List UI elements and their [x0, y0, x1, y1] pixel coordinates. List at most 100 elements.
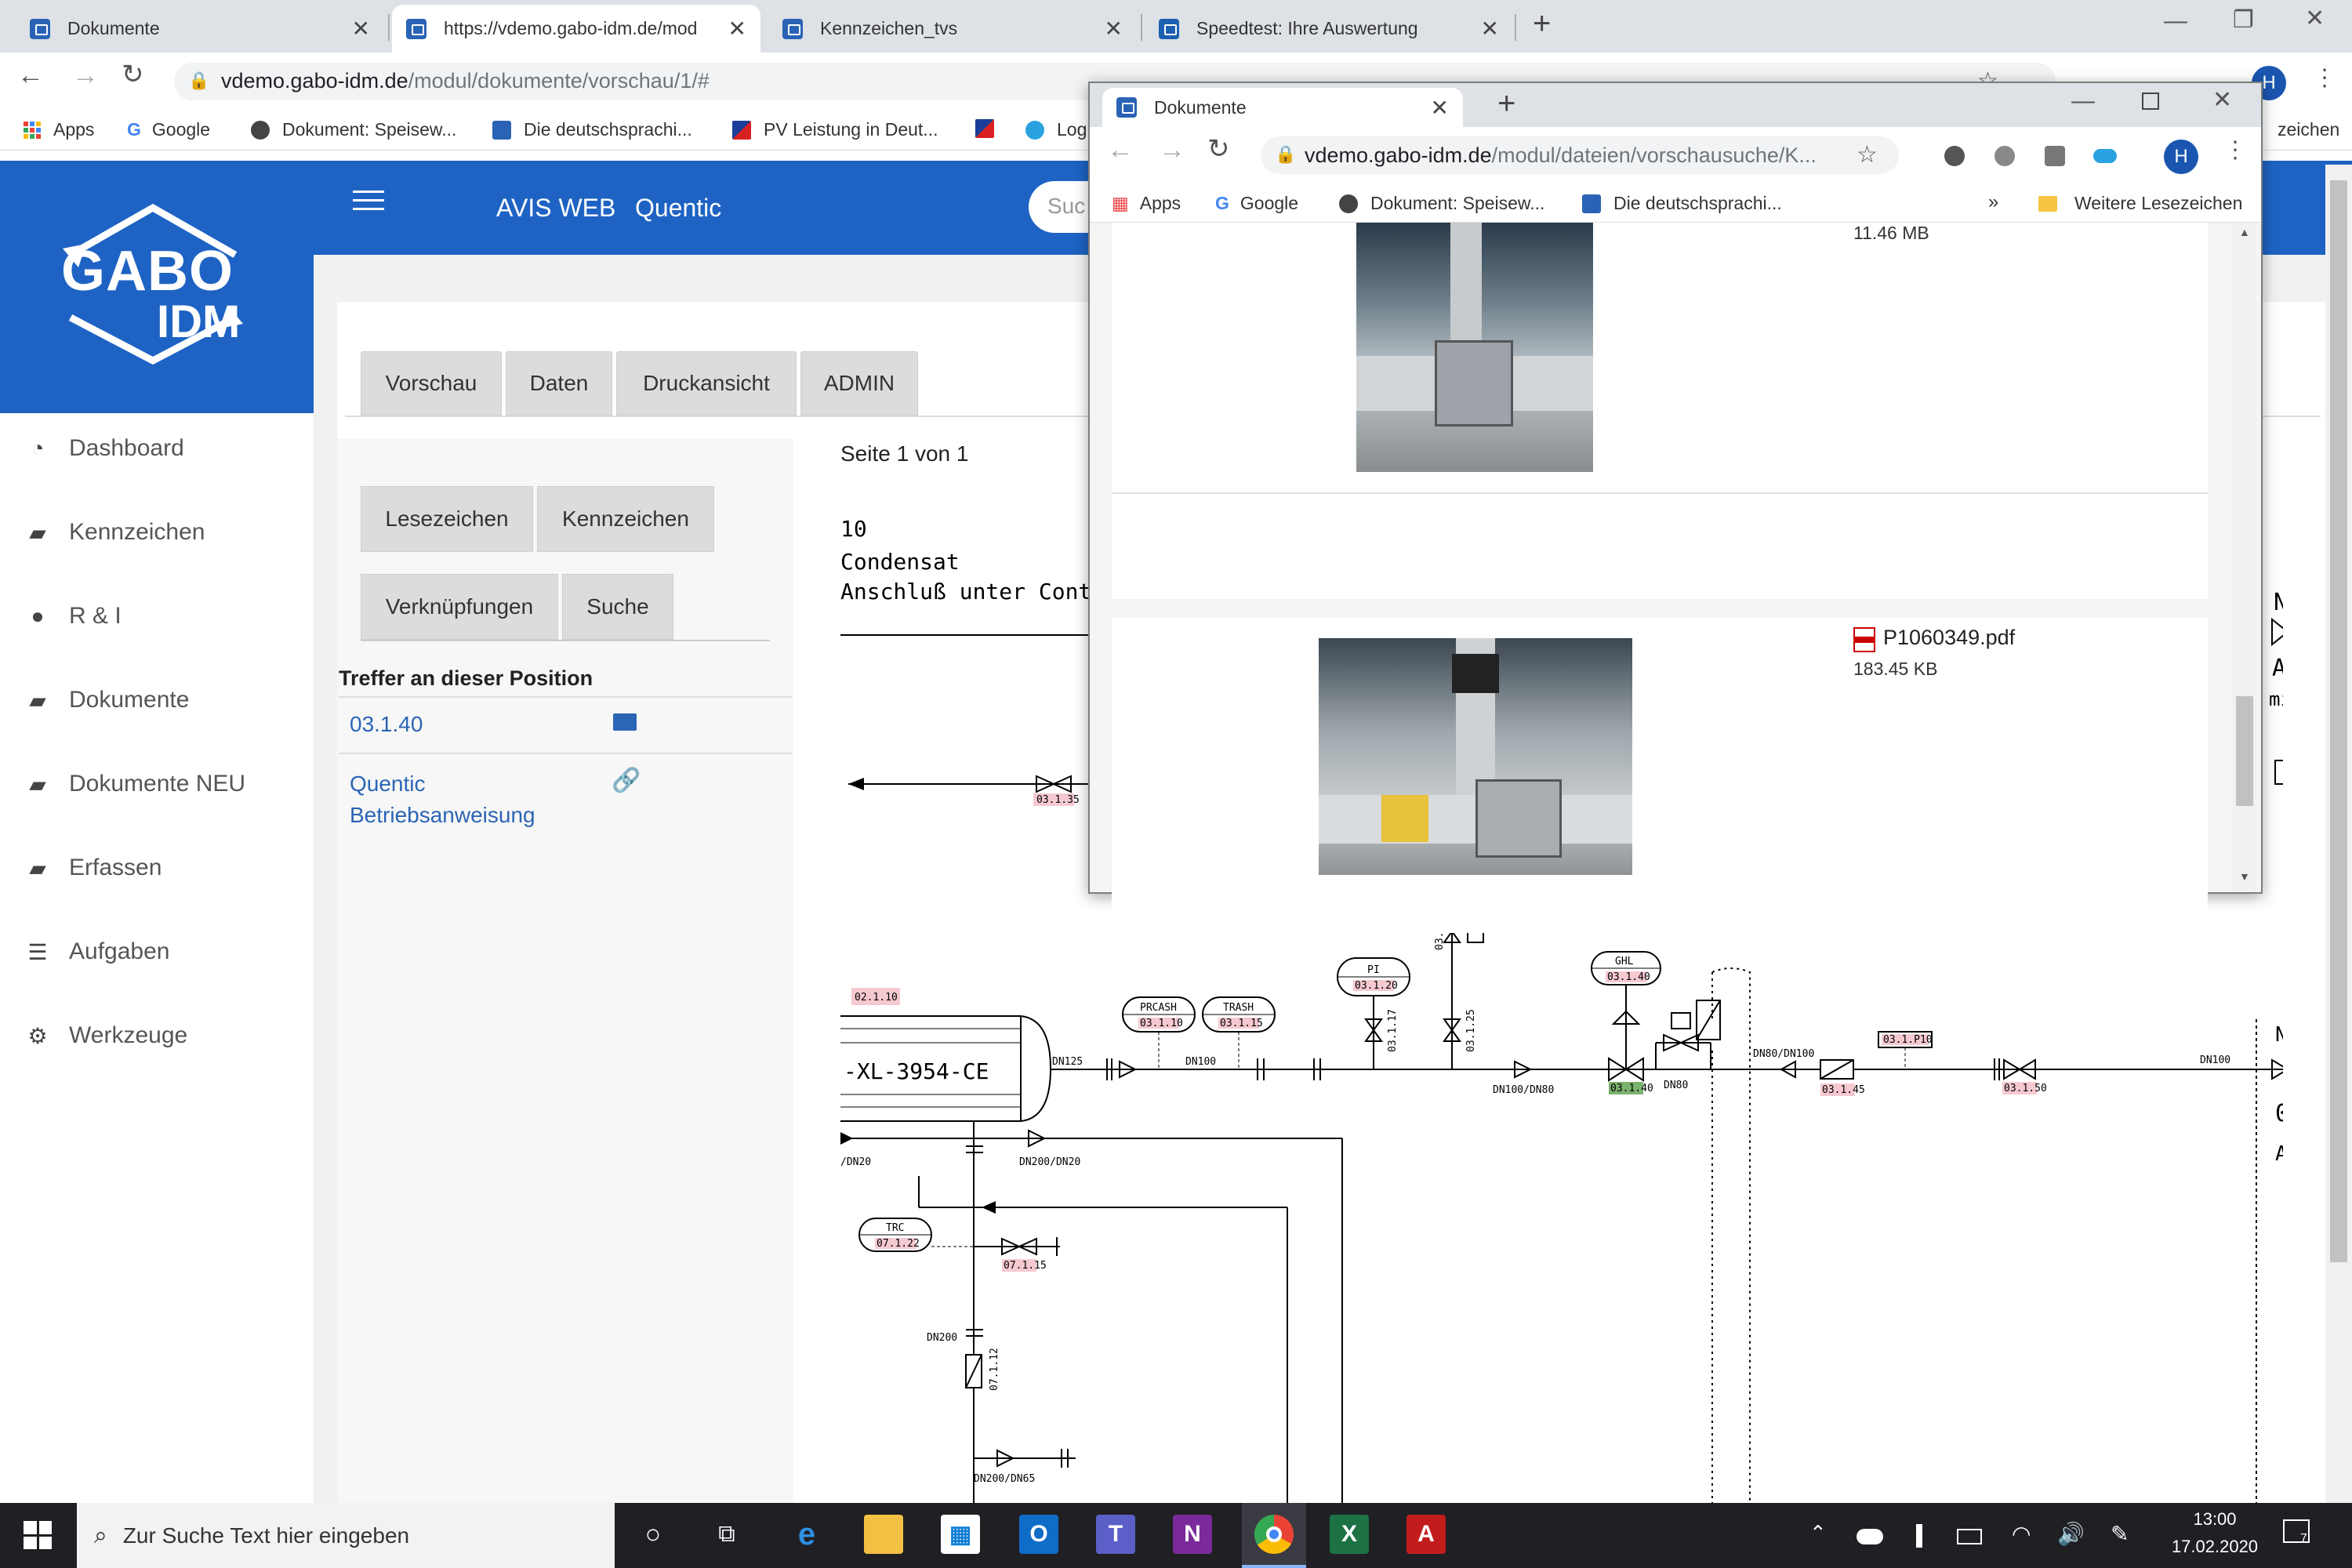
edge-icon[interactable]: e — [797, 1516, 816, 1552]
extension-c-icon[interactable] — [1994, 146, 2015, 166]
bookmark-apps[interactable]: ▦Apps — [1112, 193, 1181, 214]
close-tab-icon[interactable]: ✕ — [1480, 16, 1499, 41]
back-icon[interactable]: ← — [17, 60, 44, 90]
forward-icon[interactable]: → — [1159, 135, 1185, 165]
store-icon[interactable]: ▦ — [941, 1515, 980, 1554]
file-explorer-icon[interactable] — [864, 1515, 903, 1554]
task-view-icon[interactable]: ⧉ — [718, 1521, 735, 1547]
link-icon[interactable]: 🔗 — [612, 768, 641, 793]
wifi-icon[interactable]: ◠ — [2012, 1522, 2031, 1546]
battery-icon[interactable] — [1957, 1529, 1982, 1544]
popup-tab[interactable]: Dokumente ✕ — [1102, 88, 1463, 127]
close-window-icon[interactable]: ✕ — [2305, 5, 2325, 31]
usb-icon[interactable] — [1916, 1524, 1922, 1548]
scrollbar-thumb[interactable] — [2236, 696, 2253, 806]
bookmark-apps[interactable]: Apps — [24, 119, 94, 140]
new-tab-button[interactable]: + — [1497, 86, 1516, 121]
notification-center-icon[interactable]: 7 — [2283, 1519, 2310, 1545]
sidebar-item-dokumente[interactable]: ▰Dokumente — [24, 687, 189, 713]
bookmark-deutsch[interactable]: Die deutschsprachi... — [492, 119, 692, 140]
outlook-icon[interactable]: O — [1019, 1515, 1058, 1554]
file-card[interactable]: P1060349.pdf 183.45 KB — [1112, 618, 2208, 933]
hit-link-position[interactable]: 03.1.40 — [350, 712, 423, 736]
scrollbar-thumb[interactable] — [2330, 180, 2347, 1262]
minimize-icon[interactable]: — — [2071, 88, 2095, 114]
popup-scrollbar[interactable]: ▲ ▼ — [2233, 223, 2256, 892]
sidebar-item-aufgaben[interactable]: ☰Aufgaben — [24, 938, 169, 965]
back-icon[interactable]: ← — [1107, 135, 1134, 165]
close-tab-icon[interactable]: ✕ — [1104, 16, 1123, 41]
bookmark-deutsch[interactable]: Die deutschsprachi... — [1582, 193, 1782, 214]
close-tab-icon[interactable]: ✕ — [728, 16, 746, 41]
page-scrollbar[interactable] — [2325, 165, 2352, 1503]
maximize-icon[interactable] — [2142, 93, 2159, 110]
onenote-icon[interactable]: N — [1173, 1515, 1212, 1554]
acrobat-icon[interactable]: A — [1406, 1515, 1446, 1554]
tab-daten[interactable]: Daten — [506, 351, 612, 416]
onedrive-icon[interactable] — [1857, 1529, 1883, 1544]
close-tab-icon[interactable]: ✕ — [351, 16, 370, 41]
reload-icon[interactable]: ↻ — [122, 60, 144, 89]
browser-tab[interactable]: Speedtest: Ihre Auswertung ✕ — [1145, 5, 1513, 53]
minimize-icon[interactable]: — — [2164, 8, 2187, 34]
subtab-kennzeichen[interactable]: Kennzeichen — [537, 486, 714, 552]
extension-icon[interactable] — [1944, 146, 1965, 166]
file-thumbnail-image[interactable] — [1319, 638, 1632, 875]
browser-tab-active[interactable]: https://vdemo.gabo-idm.de/mod ✕ — [392, 5, 760, 53]
bookmark-flag[interactable] — [975, 119, 1007, 138]
subtab-suche[interactable]: Suche — [562, 574, 673, 640]
bookmark-dokument[interactable]: Dokument: Speisew... — [251, 119, 456, 140]
browser-tab[interactable]: Dokumente ✕ — [16, 5, 384, 53]
show-hidden-icons[interactable]: ⌃ — [1809, 1521, 1827, 1544]
bookmark-log[interactable]: Log — [1025, 119, 1087, 140]
excel-icon[interactable]: X — [1330, 1515, 1369, 1554]
sidebar-item-r-und-i[interactable]: ●R & I — [24, 603, 122, 630]
forward-icon[interactable]: → — [72, 60, 99, 90]
scroll-up-icon[interactable]: ▲ — [2239, 226, 2250, 238]
browser-menu-icon[interactable]: ⋮ — [2313, 65, 2336, 91]
bookmark-star-icon[interactable]: ☆ — [1857, 142, 1878, 168]
scroll-down-icon[interactable]: ▼ — [2239, 870, 2250, 883]
cloud-icon[interactable] — [2093, 149, 2117, 163]
extension-g-icon[interactable] — [2045, 146, 2065, 166]
sidebar-item-erfassen[interactable]: ▰Erfassen — [24, 855, 162, 881]
taskbar-search[interactable]: ⌕ Zur Suche Text hier eingeben — [77, 1503, 615, 1568]
sidebar-item-dokumente-neu[interactable]: ▰Dokumente NEU — [24, 771, 245, 797]
hit-link-betriebsanweisung[interactable]: Quentic Betriebsanweisung — [350, 771, 535, 827]
bookmark-pv[interactable]: PV Leistung in Deut... — [732, 119, 938, 140]
search-input[interactable]: Suc — [1029, 181, 1099, 233]
bookmark-google[interactable]: G Google — [127, 119, 210, 140]
hamburger-menu-icon[interactable] — [353, 191, 384, 214]
clock-time[interactable]: 13:00 — [2193, 1509, 2237, 1529]
tab-vorschau[interactable]: Vorschau — [361, 351, 502, 416]
restore-icon[interactable]: ❐ — [2233, 7, 2254, 33]
bookmarks-more-button[interactable]: » — [1988, 191, 1999, 212]
popup-address-bar[interactable]: 🔒 vdemo.gabo-idm.de/modul/dateien/vorsch… — [1261, 136, 1899, 174]
windows-start-icon[interactable] — [24, 1521, 52, 1549]
browser-menu-icon[interactable]: ⋮ — [2223, 137, 2247, 163]
new-tab-button[interactable]: + — [1533, 6, 1552, 41]
chrome-icon[interactable] — [1254, 1515, 1294, 1554]
tab-admin[interactable]: ADMIN — [800, 351, 918, 416]
bookmark-dokument[interactable]: Dokument: Speisew... — [1339, 193, 1544, 214]
file-card[interactable]: 11.46 MB — [1112, 223, 2208, 599]
bookmark-overflow[interactable]: zeichen — [2278, 119, 2340, 140]
browser-tab[interactable]: Kennzeichen_tvs ✕ — [768, 5, 1137, 53]
close-tab-icon[interactable]: ✕ — [1430, 95, 1449, 120]
folder-icon[interactable] — [613, 713, 637, 731]
sidebar-item-werkzeuge[interactable]: ⚙Werkzeuge — [24, 1022, 187, 1049]
bookmark-folder-weitere[interactable]: Weitere Lesezeichen — [2038, 193, 2242, 214]
teams-icon[interactable]: T — [1096, 1515, 1135, 1554]
sidebar-item-dashboard[interactable]: ◔Dashboard — [24, 435, 184, 462]
file-name[interactable]: P1060349.pdf — [1883, 626, 2016, 649]
clock-date[interactable]: 17.02.2020 — [2171, 1537, 2259, 1556]
file-thumbnail-image[interactable] — [1356, 223, 1593, 472]
reload-icon[interactable]: ↻ — [1207, 134, 1230, 164]
tab-druckansicht[interactable]: Druckansicht — [616, 351, 797, 416]
volume-icon[interactable]: 🔊 — [2057, 1522, 2085, 1546]
close-window-icon[interactable]: ✕ — [2212, 87, 2233, 113]
profile-avatar[interactable]: H — [2164, 140, 2198, 174]
subtab-lesezeichen[interactable]: Lesezeichen — [361, 486, 533, 552]
subtab-verknuepfungen[interactable]: Verknüpfungen — [361, 574, 558, 640]
